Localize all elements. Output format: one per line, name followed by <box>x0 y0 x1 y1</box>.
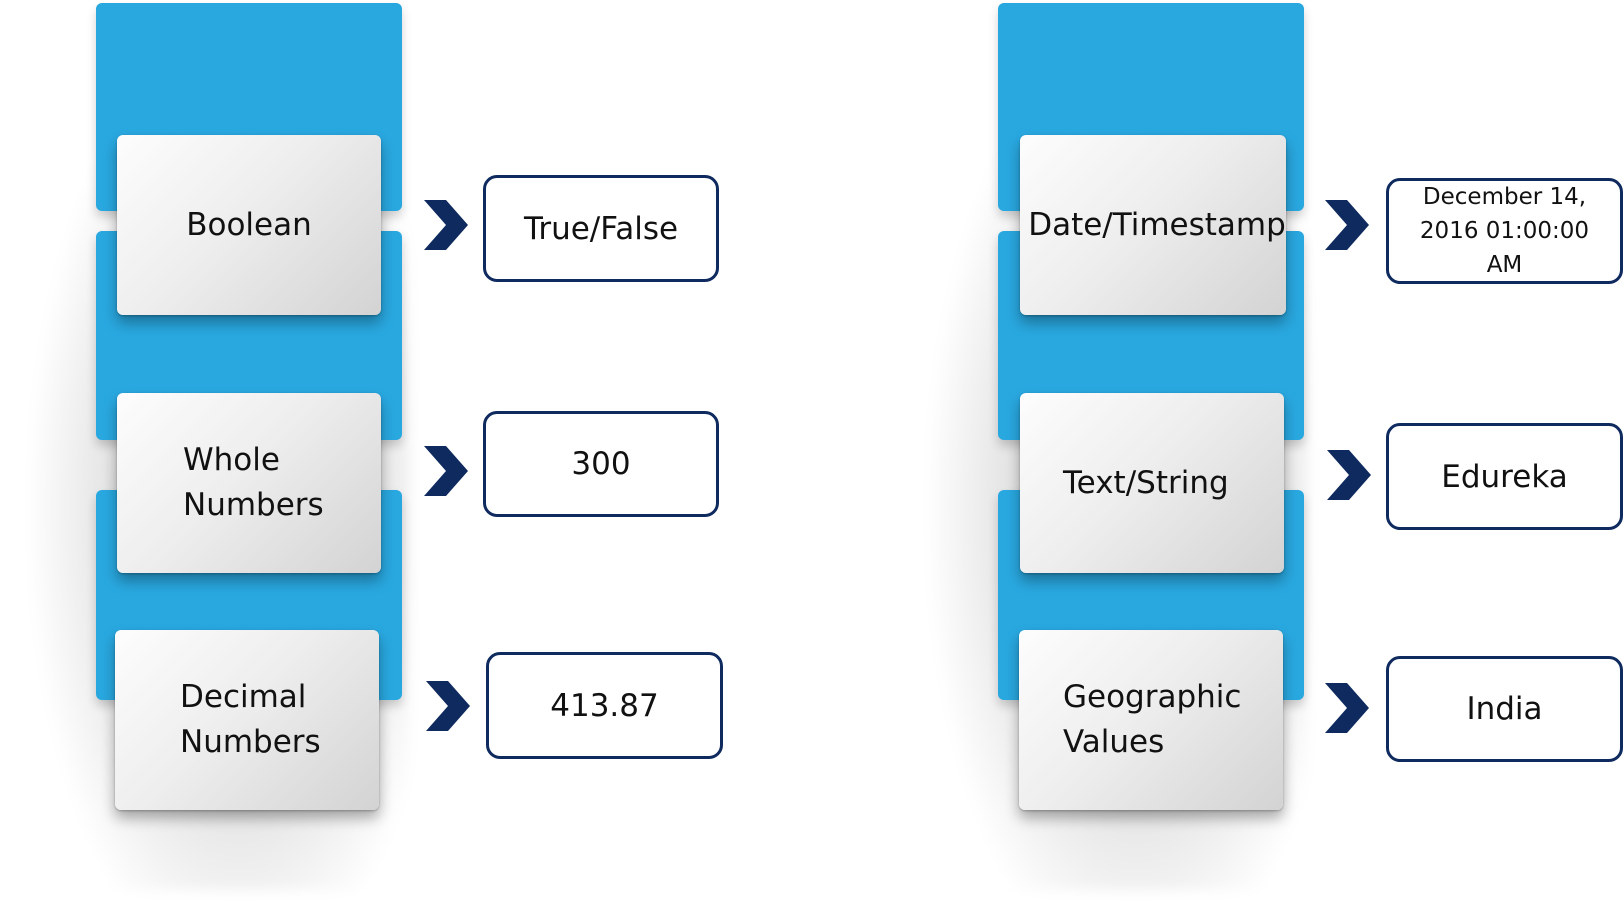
example-value: True/False <box>523 210 679 247</box>
type-card-boolean: Boolean <box>117 135 381 315</box>
chevron-right-icon <box>1325 683 1369 733</box>
type-card-whole-numbers: Whole Numbers <box>117 393 381 573</box>
chevron-right-icon <box>424 200 468 250</box>
example-box-boolean: True/False <box>483 175 719 282</box>
example-value: Edureka <box>1441 458 1568 495</box>
example-value: 300 <box>571 446 631 482</box>
chevron-right-icon <box>426 681 470 731</box>
type-card-text-string: Text/String <box>1020 393 1284 573</box>
example-value: 413.87 <box>550 687 659 724</box>
example-value: December 14, 2016 01:00:00 AM <box>1419 184 1590 278</box>
type-card-decimal-numbers: Decimal Numbers <box>115 630 379 810</box>
chevron-right-icon <box>1325 200 1369 250</box>
chevron-right-icon <box>1327 450 1371 500</box>
example-box-geographic-values: India <box>1386 656 1623 762</box>
type-label: Whole Numbers <box>183 442 324 523</box>
type-label: Boolean <box>186 206 312 243</box>
data-types-column-left: Boolean Whole Numbers Decimal Numbers Tr… <box>0 0 780 906</box>
type-card-geographic-values: Geographic Values <box>1019 630 1283 810</box>
type-label: Text/String <box>1063 464 1229 501</box>
example-value: India <box>1466 691 1543 727</box>
example-box-decimal-numbers: 413.87 <box>486 652 723 759</box>
type-label: Decimal Numbers <box>180 679 321 760</box>
type-label: Geographic Values <box>1063 679 1242 760</box>
example-box-date-timestamp: December 14, 2016 01:00:00 AM <box>1386 178 1623 284</box>
example-box-text-string: Edureka <box>1386 423 1623 530</box>
data-types-column-right: Date/Timestamp Text/String Geographic Va… <box>900 0 1624 906</box>
chevron-right-icon <box>424 446 468 496</box>
example-box-whole-numbers: 300 <box>483 411 719 517</box>
type-label: Date/Timestamp <box>1028 206 1286 243</box>
type-card-date-timestamp: Date/Timestamp <box>1020 135 1286 315</box>
